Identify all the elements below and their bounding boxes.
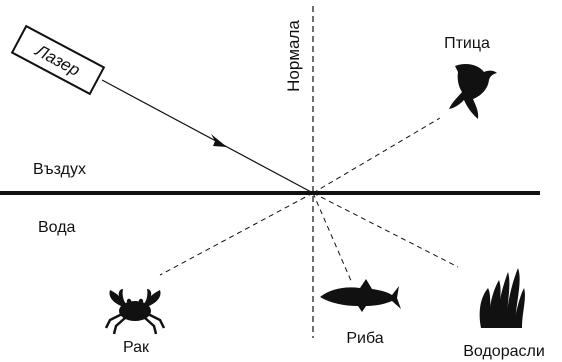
bird-icon [449, 64, 497, 119]
algae-label: Водорасли [463, 343, 545, 360]
water-label: Вода [38, 219, 76, 236]
algae-icon [479, 268, 525, 328]
sightline-bird [312, 117, 441, 194]
fish-label: Риба [346, 330, 383, 347]
beam-arrowhead [211, 134, 227, 147]
laser-beam [101, 79, 314, 194]
normal-label: Нормала [284, 20, 303, 92]
laser-device-icon: Лазер [10, 24, 106, 96]
sightline-algae [312, 192, 459, 268]
sightline-fish [312, 192, 353, 284]
crab-icon [104, 289, 166, 335]
fish-icon [320, 279, 401, 312]
crab-label: Рак [123, 339, 150, 356]
bird-label: Птица [444, 35, 490, 52]
air-label: Въздух [33, 161, 86, 178]
sightline-crab [159, 192, 314, 276]
